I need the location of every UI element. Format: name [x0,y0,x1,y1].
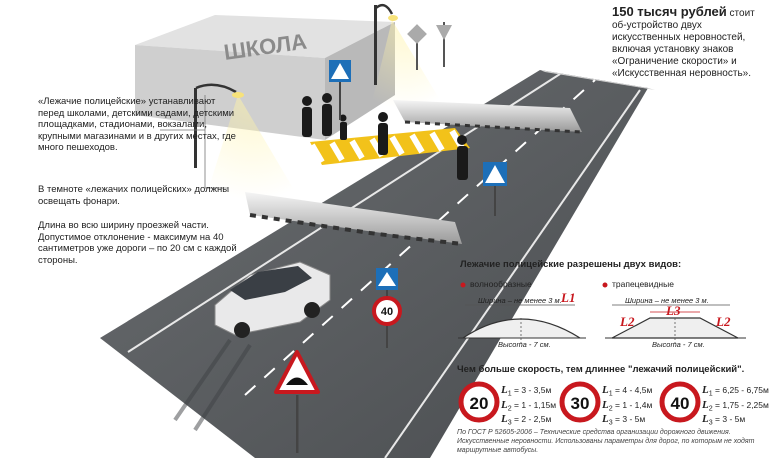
wave-height-label: Высота - 7 см. [498,340,551,349]
speed-20-lengths: L1 = 3 - 3,5м L2 = 1 - 1,15м L3 = 2 - 2,… [501,384,557,428]
trapezoid-type-name: трапецевидные [612,279,674,289]
speed-20-l3: = 2 - 2,5м [514,414,552,425]
wave-profile-diagram [458,282,586,345]
types-heading: Лежачие полицейские разрешены двух видов… [460,259,682,270]
speed-sign-20: 20 [458,381,500,423]
speed-30-l2: = 1 - 1,4м [615,399,653,410]
speed-20-l1: = 3 - 3,5м [514,385,552,395]
crosswalk [309,128,470,165]
trapezoid-width-label: Ширина – не менее 3 м. [625,296,709,305]
pedestrians [302,93,468,180]
note-where: «Лежачие полицейские» устанавливают пере… [38,96,236,153]
speed-40-l1: = 6,25 - 6,75м [715,385,769,395]
speed-30-l3: = 3 - 5м [615,414,646,425]
speed-sign-40: 40 [659,381,701,423]
cost-amount: 150 тысяч рублей [612,4,727,19]
speed-bump-far [393,100,583,134]
annotation-lines [160,95,228,189]
speed-sign-40-value: 40 [671,394,690,413]
crossing-sign-1 [329,60,351,120]
trapezoid-l3-label: L3 [666,303,681,318]
speed-limit-sign-road: 40 [372,268,402,348]
footnote: По ГОСТ Р 52605-2006 – Технические средс… [457,429,755,454]
trapezoid-profile-diagram [602,282,746,345]
speed-40-lengths: L1 = 6,25 - 6,75м L2 = 1,75 - 2,25м L3 =… [702,384,769,428]
car [173,261,331,432]
cost-text: стоит об-устройство двух искусственных н… [612,8,755,79]
school-building: ШКОЛА [135,15,395,140]
speed-30-l1: = 4 - 4,5м [615,385,653,395]
trapezoid-l2-left-label: L2 [620,314,635,329]
note-width: Длина во всю ширину проезжей части. Допу… [38,220,237,266]
speed-sign-30: 30 [559,381,601,423]
note-lights: В темноте «лежачих полицейских» должны о… [38,184,230,207]
speed-bump-near [245,192,463,246]
cost-note: 150 тысяч рублей стоит об-устройство дву… [612,4,764,80]
bump-warning-sign [274,350,320,453]
wave-l1-label: L1 [561,290,576,305]
speed-40-l2: = 1,75 - 2,25м [715,399,769,410]
trapezoid-l2-right-label: L2 [716,314,731,329]
trapezoid-height-label: Высота - 7 см. [652,340,705,349]
speed-sign-30-value: 30 [571,394,590,413]
wave-type-name: волнообразные [470,279,532,289]
wave-width-label: Ширина – не менее 3 м. [478,296,562,305]
crossing-sign-2 [483,162,507,216]
speed-heading: Чем больше скорость, тем длиннее "лежачи… [457,364,745,375]
speed-40-l3: = 3 - 5м [715,414,746,425]
speed-30-lengths: L1 = 4 - 4,5м L2 = 1 - 1,4м L3 = 3 - 5м [602,384,653,428]
speed-20-l2: = 1 - 1,15м [514,399,557,410]
speed-sign-20-value: 20 [470,394,489,413]
street-lamps [194,3,440,200]
road-signs-background [407,22,452,70]
speed-limit-sign-road-value: 40 [381,306,393,318]
